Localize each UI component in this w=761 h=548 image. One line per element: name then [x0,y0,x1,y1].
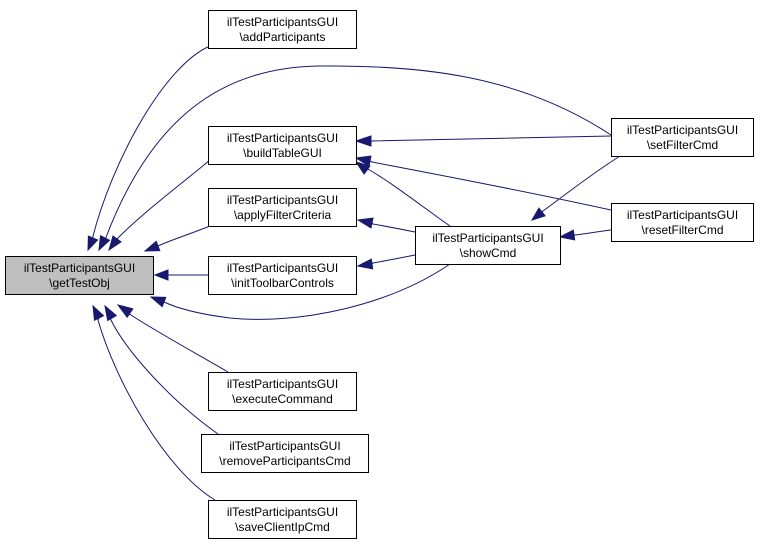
edge-removeParticipantsCmd-to-getTestObj [104,304,219,435]
arrowhead-icon [558,229,576,241]
edge-line [541,155,621,213]
edge-line [369,160,612,211]
node-box [208,500,357,539]
node-addParticipants[interactable]: ilTestParticipantsGUI\addParticipants [208,10,357,49]
node-method-label: \removeParticipantsCmd [219,454,350,468]
edge-showCmd-to-buildTableGUI [354,161,451,227]
edge-line [97,317,216,501]
node-method-label: \setFilterCmd [647,138,718,152]
node-setFilterCmd[interactable]: ilTestParticipantsGUI\setFilterCmd [611,118,754,157]
edge-line [155,225,211,248]
edge-line [371,135,612,142]
node-class-label: ilTestParticipantsGUI [627,123,738,137]
arrowhead-icon [143,240,161,252]
edge-setFilterCmd-to-showCmd [530,155,621,221]
edge-showCmd-to-initToolbarControls [356,254,416,270]
node-class-label: ilTestParticipantsGUI [432,231,543,245]
arrowhead-icon [92,304,105,321]
edge-applyFilterCriteria-to-getTestObj [143,225,211,252]
node-method-label: \saveClientIpCmd [235,520,330,534]
node-box [611,203,754,242]
node-method-label: \resetFilterCmd [641,223,723,237]
edge-line [371,222,416,233]
node-method-label: \addParticipants [239,30,325,44]
node-class-label: ilTestParticipantsGUI [229,439,340,453]
node-showCmd[interactable]: ilTestParticipantsGUI\showCmd [415,226,561,265]
edge-line [366,168,451,227]
node-box [208,126,357,165]
edge-initToolbarControls-to-getTestObj [153,269,210,281]
arrowhead-icon [116,304,134,319]
node-box [208,372,357,411]
node-method-label: \initToolbarControls [231,276,334,290]
node-box [415,226,561,265]
node-resetFilterCmd[interactable]: ilTestParticipantsGUI\resetFilterCmd [611,203,754,242]
node-method-label: \getTestObj [49,276,110,290]
arrowhead-icon [108,235,122,252]
edge-showCmd-to-getTestObj [149,263,451,320]
edge-line [91,45,211,241]
node-class-label: ilTestParticipantsGUI [227,261,338,275]
edge-line [126,312,229,373]
node-box [5,256,154,295]
arrowhead-icon [356,258,374,270]
arrowhead-icon [356,217,374,229]
node-method-label: \applyFilterCriteria [234,208,332,222]
arrowhead-icon [98,235,111,252]
node-executeCommand[interactable]: ilTestParticipantsGUI\executeCommand [208,372,357,411]
edge-line [574,229,612,236]
edge-line [104,65,612,241]
node-applyFilterCriteria[interactable]: ilTestParticipantsGUI\applyFilterCriteri… [208,188,357,227]
node-removeParticipantsCmd[interactable]: ilTestParticipantsGUI\removeParticipants… [201,434,369,473]
arrowhead-icon [354,135,372,147]
edge-setFilterCmd-to-buildTableGUI [354,135,612,147]
edge-resetFilterCmd-to-buildTableGUI [354,155,612,211]
arrowhead-icon [153,269,169,281]
edge-executeCommand-to-getTestObj [116,304,229,373]
node-buildTableGUI[interactable]: ilTestParticipantsGUI\buildTableGUI [208,126,357,165]
node-box [201,434,369,473]
arrowhead-icon [354,155,372,167]
node-box [208,188,357,227]
edge-line [109,317,219,435]
arrowhead-icon [354,161,371,175]
arrowhead-icon [530,207,546,221]
node-method-label: \executeCommand [232,392,333,406]
edge-addParticipants-to-getTestObj [87,45,211,252]
edge-line [161,263,451,320]
edge-resetFilterCmd-to-showCmd [558,229,612,241]
edge-line [115,159,211,241]
node-method-label: \showCmd [460,246,517,260]
edge-saveClientIpCmd-to-getTestObj [92,304,216,501]
edge-line [371,254,416,265]
node-initToolbarControls[interactable]: ilTestParticipantsGUI\initToolbarControl… [208,256,357,295]
node-class-label: ilTestParticipantsGUI [627,208,738,222]
node-class-label: ilTestParticipantsGUI [24,261,135,275]
edge-showCmd-to-applyFilterCriteria [356,217,416,233]
node-getTestObj: ilTestParticipantsGUI\getTestObj [5,256,154,295]
arrowhead-icon [149,296,167,308]
node-class-label: ilTestParticipantsGUI [227,505,338,519]
node-box [611,118,754,157]
edge-setFilterCmd-to-getTestObj [98,65,612,252]
node-box [208,10,357,49]
node-class-label: ilTestParticipantsGUI [227,15,338,29]
node-method-label: \buildTableGUI [243,146,322,160]
node-class-label: ilTestParticipantsGUI [227,131,338,145]
call-graph-edges [87,45,621,501]
node-saveClientIpCmd[interactable]: ilTestParticipantsGUI\saveClientIpCmd [208,500,357,539]
arrowhead-icon [87,235,99,252]
arrowhead-icon [104,304,118,322]
node-class-label: ilTestParticipantsGUI [227,193,338,207]
node-box [208,256,357,295]
node-class-label: ilTestParticipantsGUI [227,377,338,391]
edge-buildTableGUI-to-getTestObj [108,159,211,252]
call-graph-nodes: ilTestParticipantsGUI\getTestObjilTestPa… [5,10,754,539]
